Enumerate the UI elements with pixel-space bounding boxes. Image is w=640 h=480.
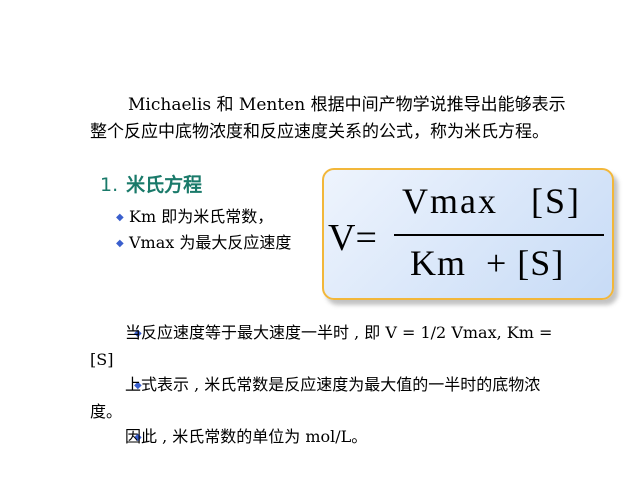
formula-denominator: Km + [S] (410, 243, 565, 283)
diamond-bullet-icon: ◆ (134, 379, 142, 391)
list-item-text: Km 即为米氏常数， (129, 207, 274, 226)
section-title: 米氏方程 (126, 174, 203, 196)
diamond-bullet-icon: ◆ (116, 212, 124, 223)
paragraph-text: 当反应速度等于最大速度一半时 , 即 V = 1/2 Vmax, Km = [S… (90, 323, 553, 369)
list-item: ◆ Vmax 为最大反应速度 (116, 230, 291, 256)
formula-numerator: Vmax [S] (402, 181, 581, 221)
list-item-text: Vmax 为最大反应速度 (129, 233, 292, 252)
intro-paragraph: Michaelis 和 Menten 根据中间产物学说推导出能够表示整个反应中底… (90, 95, 566, 142)
section-number: 1. (100, 174, 119, 196)
diamond-bullet-icon: ◆ (134, 327, 142, 339)
paragraph-text: 因此 , 米氏常数的单位为 mol/L。 (125, 427, 368, 446)
diamond-bullet-icon: ◆ (116, 238, 124, 249)
formula-box: V= Vmax [S] Km + [S] (322, 168, 614, 300)
definition-list: ◆ Km 即为米氏常数， ◆ Vmax 为最大反应速度 (116, 204, 291, 256)
paragraph-unit: ◆因此 , 米氏常数的单位为 mol/L。 (90, 424, 560, 451)
list-item: ◆ Km 即为米氏常数， (116, 204, 291, 230)
paragraph-meaning: ◆上式表示 , 米氏常数是反应速度为最大值的一半时的底物浓度。 (90, 372, 560, 425)
paragraph-text: 上式表示 , 米氏常数是反应速度为最大值的一半时的底物浓度。 (90, 375, 541, 421)
fraction-bar (394, 234, 604, 236)
section-heading: 1. 米氏方程 (100, 170, 202, 197)
formula-lhs: V= (328, 217, 377, 259)
paragraph-half-velocity: ◆当反应速度等于最大速度一半时 , 即 V = 1/2 Vmax, Km = [… (90, 320, 560, 373)
diamond-bullet-icon: ◆ (134, 431, 142, 443)
